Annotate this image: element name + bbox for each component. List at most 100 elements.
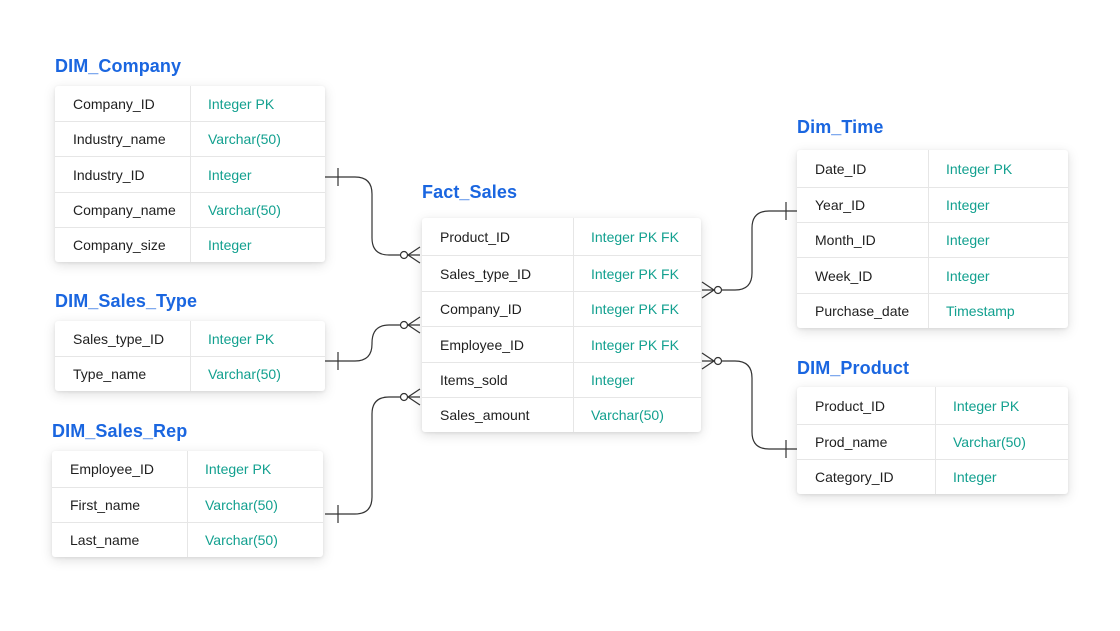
entity-title: DIM_Product	[797, 358, 910, 378]
relationship-dim-product-to-fact-sales	[701, 352, 797, 458]
field-name: Category_ID	[797, 460, 936, 494]
table-row: Items_sold Integer	[422, 362, 701, 397]
field-name: Sales_type_ID	[422, 256, 574, 291]
field-name: Date_ID	[797, 150, 929, 187]
table-row: Industry_name Varchar(50)	[55, 121, 325, 156]
field-name: Company_ID	[55, 86, 191, 121]
field-name: Company_name	[55, 193, 191, 227]
table-row: Type_name Varchar(50)	[55, 356, 325, 391]
field-name: Sales_amount	[422, 398, 574, 432]
field-type: Integer PK	[946, 160, 1013, 177]
zero-marker	[399, 250, 409, 260]
table-row: Date_ID Integer PK	[797, 150, 1068, 187]
field-type: Integer PK FK	[591, 228, 679, 245]
field-name: Sales_type_ID	[55, 321, 191, 356]
entity-table: Product_ID Integer PK Prod_name Varchar(50)…	[797, 387, 1068, 494]
table-row: Product_ID Integer PK FK	[422, 218, 701, 255]
field-name: Items_sold	[422, 363, 574, 397]
many-marker	[407, 388, 421, 406]
field-type: Integer PK	[208, 330, 275, 347]
relationship-dim-time-to-fact-sales	[701, 202, 797, 299]
entity-title: Fact_Sales	[422, 182, 518, 202]
many-marker	[407, 316, 421, 334]
field-name: Company_ID	[422, 292, 574, 326]
field-name: Prod_name	[797, 425, 936, 459]
field-type: Integer	[591, 372, 635, 388]
table-row: First_name Varchar(50)	[52, 487, 323, 522]
table-row: Sales_type_ID Integer PK FK	[422, 255, 701, 291]
relationship-dim-sales-type-to-fact-sales	[325, 316, 421, 370]
field-type: Varchar(50)	[208, 202, 281, 218]
table-row: Month_ID Integer	[797, 222, 1068, 257]
table-row: Company_name Varchar(50)	[55, 192, 325, 227]
zero-marker	[713, 285, 723, 295]
table-row: Sales_type_ID Integer PK	[55, 321, 325, 356]
table-row: Company_size Integer	[55, 227, 325, 262]
table-row: Prod_name Varchar(50)	[797, 424, 1068, 459]
field-type: Integer	[208, 237, 252, 253]
field-name: Industry_name	[55, 122, 191, 156]
field-name: Week_ID	[797, 258, 929, 293]
field-type: Integer	[946, 232, 990, 248]
table-row: Category_ID Integer	[797, 459, 1068, 494]
field-name: First_name	[52, 488, 188, 522]
table-row: Employee_ID Integer PK	[52, 451, 323, 487]
field-type: Varchar(50)	[205, 532, 278, 548]
table-row: Employee_ID Integer PK FK	[422, 326, 701, 362]
field-name: Purchase_date	[797, 294, 929, 328]
zero-marker	[399, 320, 409, 330]
table-row: Week_ID Integer	[797, 257, 1068, 293]
many-marker	[701, 281, 715, 299]
field-name: Industry_ID	[55, 157, 191, 192]
field-name: Company_size	[55, 228, 191, 262]
entity-table: Product_ID Integer PK FK Sales_type_ID Inte…	[422, 218, 701, 432]
field-type: Varchar(50)	[208, 366, 281, 382]
field-type: Integer PK	[205, 461, 272, 477]
entity-title: DIM_Company	[55, 56, 182, 76]
field-type: Integer PK FK	[591, 336, 679, 353]
zero-marker	[399, 392, 409, 402]
table-row: Sales_amount Varchar(50)	[422, 397, 701, 432]
field-name: Employee_ID	[52, 451, 188, 487]
connector-line	[325, 176, 420, 256]
entity-title: DIM_Sales_Type	[55, 291, 198, 311]
connector-line	[325, 396, 420, 515]
field-type: Integer PK FK	[591, 301, 679, 317]
entity-table: Sales_type_ID Integer PK Type_name Varchar(…	[55, 321, 325, 391]
table-row: Last_name Varchar(50)	[52, 522, 323, 557]
field-type: Varchar(50)	[208, 131, 281, 147]
field-type: Integer PK	[208, 95, 275, 112]
field-type: Integer PK	[953, 397, 1020, 414]
field-type: Varchar(50)	[953, 434, 1026, 450]
field-type: Integer	[946, 267, 990, 284]
field-name: Product_ID	[797, 387, 936, 424]
many-marker	[701, 352, 715, 370]
field-type: Varchar(50)	[205, 497, 278, 513]
table-row: Company_ID Integer PK	[55, 86, 325, 121]
entity-title: DIM_Sales_Rep	[52, 421, 188, 441]
table-row: Company_ID Integer PK FK	[422, 291, 701, 326]
field-type: Varchar(50)	[591, 407, 664, 423]
connector-line	[702, 210, 797, 291]
connector-line	[702, 360, 797, 450]
field-name: Month_ID	[797, 223, 929, 257]
field-name: Product_ID	[422, 218, 574, 255]
field-type: Integer	[208, 166, 252, 183]
field-name: Employee_ID	[422, 327, 574, 362]
many-marker	[407, 246, 421, 264]
relationship-dim-company-to-fact-sales	[325, 168, 421, 264]
table-row: Product_ID Integer PK	[797, 387, 1068, 424]
field-name: Type_name	[55, 357, 191, 391]
connector-line	[325, 324, 420, 362]
zero-marker	[713, 356, 723, 366]
field-type: Integer	[946, 197, 990, 213]
field-type: Integer	[953, 469, 997, 485]
field-type: Integer PK FK	[591, 265, 679, 282]
field-name: Last_name	[52, 523, 188, 557]
